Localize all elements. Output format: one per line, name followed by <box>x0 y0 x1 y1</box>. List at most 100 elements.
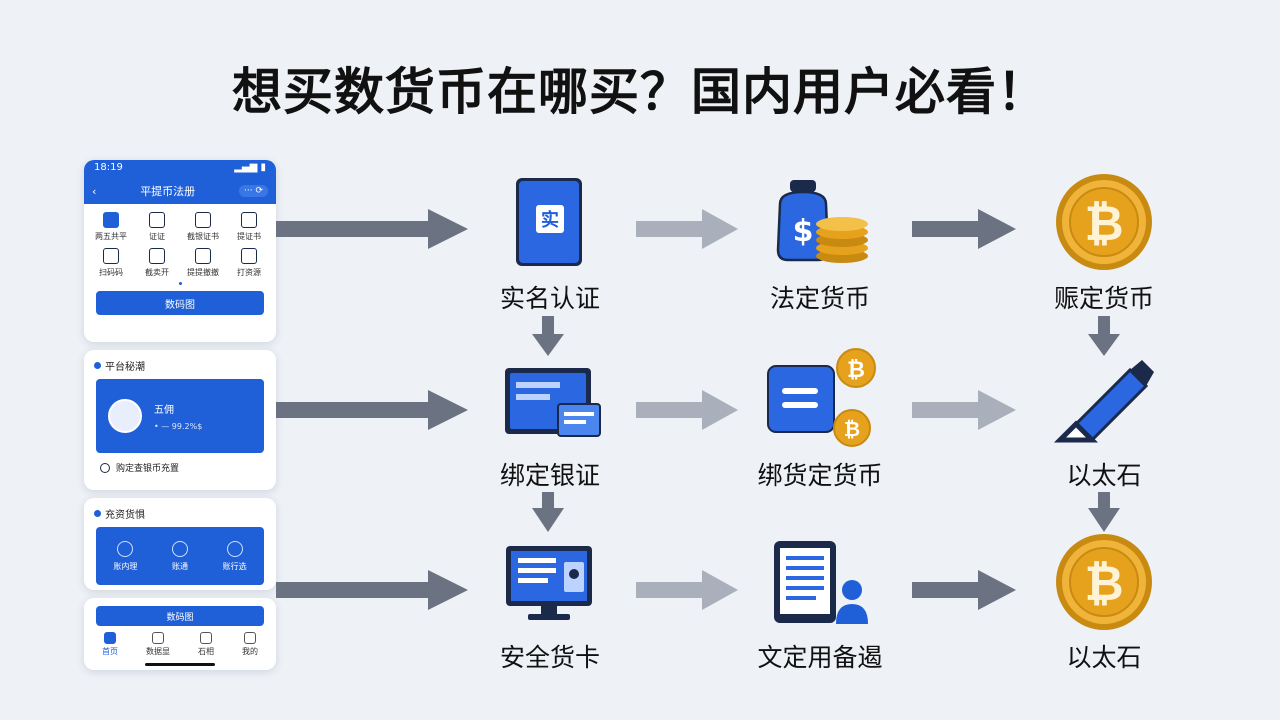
home-icon <box>104 632 116 644</box>
main-action-button[interactable]: 数码图 <box>96 291 264 315</box>
tablet-user-icon <box>774 541 868 624</box>
document-icon <box>149 212 165 228</box>
grid-item-7[interactable]: 打资源 <box>226 248 272 278</box>
assets-panel: 账内理 账通 账行选 <box>96 527 264 585</box>
profile-panel[interactable]: 五佣 • — 99.2%$ <box>96 379 264 453</box>
arrow-phone-to-n1 <box>276 209 468 249</box>
bank-icon <box>241 212 257 228</box>
bitcoin-icon: ₿ <box>1056 174 1152 270</box>
phone-home-card: 18:19 ▂▄▆ ▮ ‹ 平提币法册 ··· ⟳ 两五共平 证证 截银证书 提… <box>84 160 276 342</box>
section-header: 充资货惧 <box>84 498 276 527</box>
home-icon <box>103 248 119 264</box>
grid-item-4[interactable]: 扫码码 <box>88 248 134 278</box>
section-title: 充资货惧 <box>105 510 145 521</box>
status-time: 18:19 <box>94 162 123 173</box>
grid-item-3[interactable]: 提证书 <box>226 212 272 242</box>
node-label-n5: 绑货定货币 <box>757 461 883 490</box>
grid-item-label: 两五共平 <box>95 232 127 241</box>
node-label-n1: 实名认证 <box>499 284 600 313</box>
id-card-icon: 实 <box>516 178 582 266</box>
profile-sub: • — 99.2%$ <box>154 422 203 431</box>
node-label-n9: 以太石 <box>1066 643 1142 672</box>
profile-name: 五佣 <box>154 405 174 416</box>
arrow-n4-to-n7 <box>532 492 564 532</box>
section-title: 平台秘潮 <box>105 362 145 373</box>
clock-icon <box>241 248 257 264</box>
arrow-n7-to-n8 <box>636 570 738 610</box>
node-label-n6: 以太石 <box>1066 461 1142 490</box>
refresh-icon: ⟳ <box>255 186 263 196</box>
grid-item-label: 证证 <box>149 232 165 241</box>
grid-item-6[interactable]: 提提撤撤 <box>180 248 226 278</box>
grid-item-2[interactable]: 截银证书 <box>180 212 226 242</box>
tab-profile[interactable]: 我的 <box>242 632 258 657</box>
shield-icon <box>103 212 119 228</box>
grid-item-label: 打资源 <box>237 268 261 277</box>
arrow-n3-to-n6 <box>1088 316 1120 356</box>
assets-item-0[interactable]: 账内理 <box>113 540 138 572</box>
tab-bar: 首页 数据显 石相 我的 <box>84 626 276 657</box>
account-icon <box>117 540 134 557</box>
page-title: 想买数货币在哪买？国内用户必看！ <box>232 63 1048 121</box>
tab-label: 我的 <box>242 647 258 656</box>
chat-icon <box>195 248 211 264</box>
recharge-row[interactable]: 购定查银币充置 <box>84 453 276 482</box>
arrow-phone-to-n4 <box>276 390 468 430</box>
node-label-n2: 法定货币 <box>769 284 870 313</box>
feature-grid: 两五共平 证证 截银证书 提证书 扫码码 截卖开 提提撤撤 打资源 <box>84 204 276 278</box>
coin-glyph: ₿ <box>847 358 865 383</box>
tab-data[interactable]: 数据显 <box>146 632 170 657</box>
arrow-n1-to-n2 <box>636 209 738 249</box>
phone-nav-bar: ‹ 平提币法册 ··· ⟳ <box>84 178 276 204</box>
phone-nav-title: 平提币法册 <box>140 185 196 198</box>
page-indicator <box>178 282 182 285</box>
arrow-n1-to-n4 <box>532 316 564 356</box>
bank-icon <box>171 540 188 557</box>
file-icon <box>149 248 165 264</box>
coin-glyph: ₿ <box>844 417 860 441</box>
grid-item-label: 提证书 <box>237 232 261 241</box>
bullet-icon <box>94 362 101 369</box>
bank-card-screen-icon <box>505 368 601 437</box>
grid-item-0[interactable]: 两五共平 <box>88 212 134 242</box>
card-icon <box>195 212 211 228</box>
section-header: 平台秘潮 <box>84 350 276 379</box>
arrow-n4-to-n5 <box>636 390 738 430</box>
grid-item-label: 提提撤撤 <box>187 268 219 277</box>
bitcoin-glyph: ₿ <box>1084 196 1123 252</box>
avatar <box>108 399 142 433</box>
bitcoin-icon: ₿ <box>1056 534 1152 630</box>
recharge-row-label: 购定查银币充置 <box>116 464 180 474</box>
grid-item-label: 截卖开 <box>145 268 169 277</box>
tab-market[interactable]: 石相 <box>198 632 214 657</box>
grid-item-1[interactable]: 证证 <box>134 212 180 242</box>
assets-item-1[interactable]: 账通 <box>171 540 188 572</box>
back-icon[interactable]: ‹ <box>92 184 97 198</box>
assets-item-label: 账通 <box>171 561 188 571</box>
node-label-n8: 文定用备遏 <box>757 643 883 672</box>
more-menu-button[interactable]: ··· ⟳ <box>238 185 268 197</box>
pen-icon <box>1053 360 1154 443</box>
status-bar: 18:19 ▂▄▆ ▮ <box>84 160 276 178</box>
assets-item-label: 账行选 <box>222 561 247 571</box>
node-label-n7: 安全货卡 <box>499 643 600 672</box>
monitor-user-icon <box>506 546 592 620</box>
signal-icon: ▂▄▆ ▮ <box>234 162 266 173</box>
bullet-icon <box>94 510 101 517</box>
money-bag-coins-icon: $ <box>776 180 868 263</box>
assets-item-2[interactable]: 账行选 <box>222 540 247 572</box>
assets-item-label: 账内理 <box>113 561 138 571</box>
tab-home[interactable]: 首页 <box>102 632 118 657</box>
arrow-n2-to-n3 <box>912 209 1016 249</box>
chart-icon <box>152 632 164 644</box>
phone-platform-card: 平台秘潮 五佣 • — 99.2%$ 购定查银币充置 <box>84 350 276 490</box>
grid-item-5[interactable]: 截卖开 <box>134 248 180 278</box>
bitcoin-glyph: ₿ <box>1084 556 1123 612</box>
secondary-button[interactable]: 数码图 <box>96 606 264 626</box>
tab-label: 石相 <box>198 647 214 656</box>
arrow-phone-to-n7 <box>276 570 468 610</box>
arrow-n8-to-n9 <box>912 570 1016 610</box>
tab-label: 首页 <box>102 647 118 656</box>
grid-item-label: 截银证书 <box>187 232 219 241</box>
